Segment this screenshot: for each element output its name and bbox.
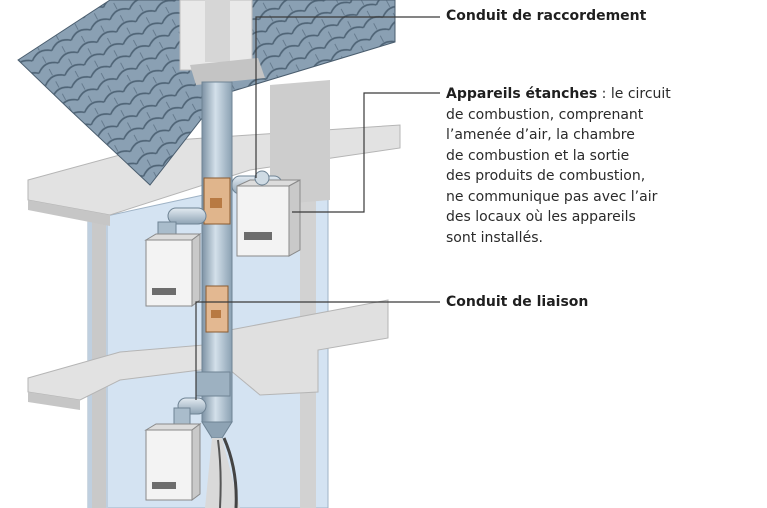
label-conduit-liaison-text: Conduit de liaison <box>446 294 589 310</box>
leader-lines <box>195 16 440 400</box>
label-appareils-etanches: Appareils étanches : le circuit de combu… <box>446 84 746 248</box>
boiler-upper-left <box>144 207 207 307</box>
label-etanches-sep: : <box>597 86 611 102</box>
leader-line-liaison <box>195 301 440 400</box>
label-etanches-line-4: de combustion et la sortie <box>446 147 630 164</box>
label-etanches-line-7: des locaux où les appareils <box>446 209 636 225</box>
lower-floor-slab <box>27 299 389 410</box>
vertical-flue <box>201 81 240 508</box>
leader-line-raccordement <box>255 16 440 178</box>
label-etanches-title: Appareils étanches <box>446 86 598 102</box>
label-conduit-raccordement: Conduit de raccordement <box>446 6 646 27</box>
boiler-lower-left <box>144 371 231 501</box>
label-etanches-line-2: de combustion, comprenant <box>446 106 644 123</box>
label-etanches-line-3: l’amenée d’air, la chambre <box>446 127 635 143</box>
leader-line-etanches <box>292 92 440 213</box>
label-etanches-line-6: ne communique pas avec l’air <box>446 188 658 205</box>
label-etanches-line1-text: le circuit <box>610 86 671 102</box>
label-etanches-line-5: des produits de combustion, <box>446 168 646 184</box>
label-conduit-raccordement-text: Conduit de raccordement <box>446 8 647 24</box>
flue-fittings <box>203 177 231 333</box>
label-etanches-line-1: Appareils étanches : le circuit <box>446 84 746 105</box>
label-conduit-liaison: Conduit de liaison <box>446 292 588 313</box>
label-etanches-line-8: sont installés. <box>446 229 543 246</box>
boiler-upper-right <box>231 170 301 257</box>
